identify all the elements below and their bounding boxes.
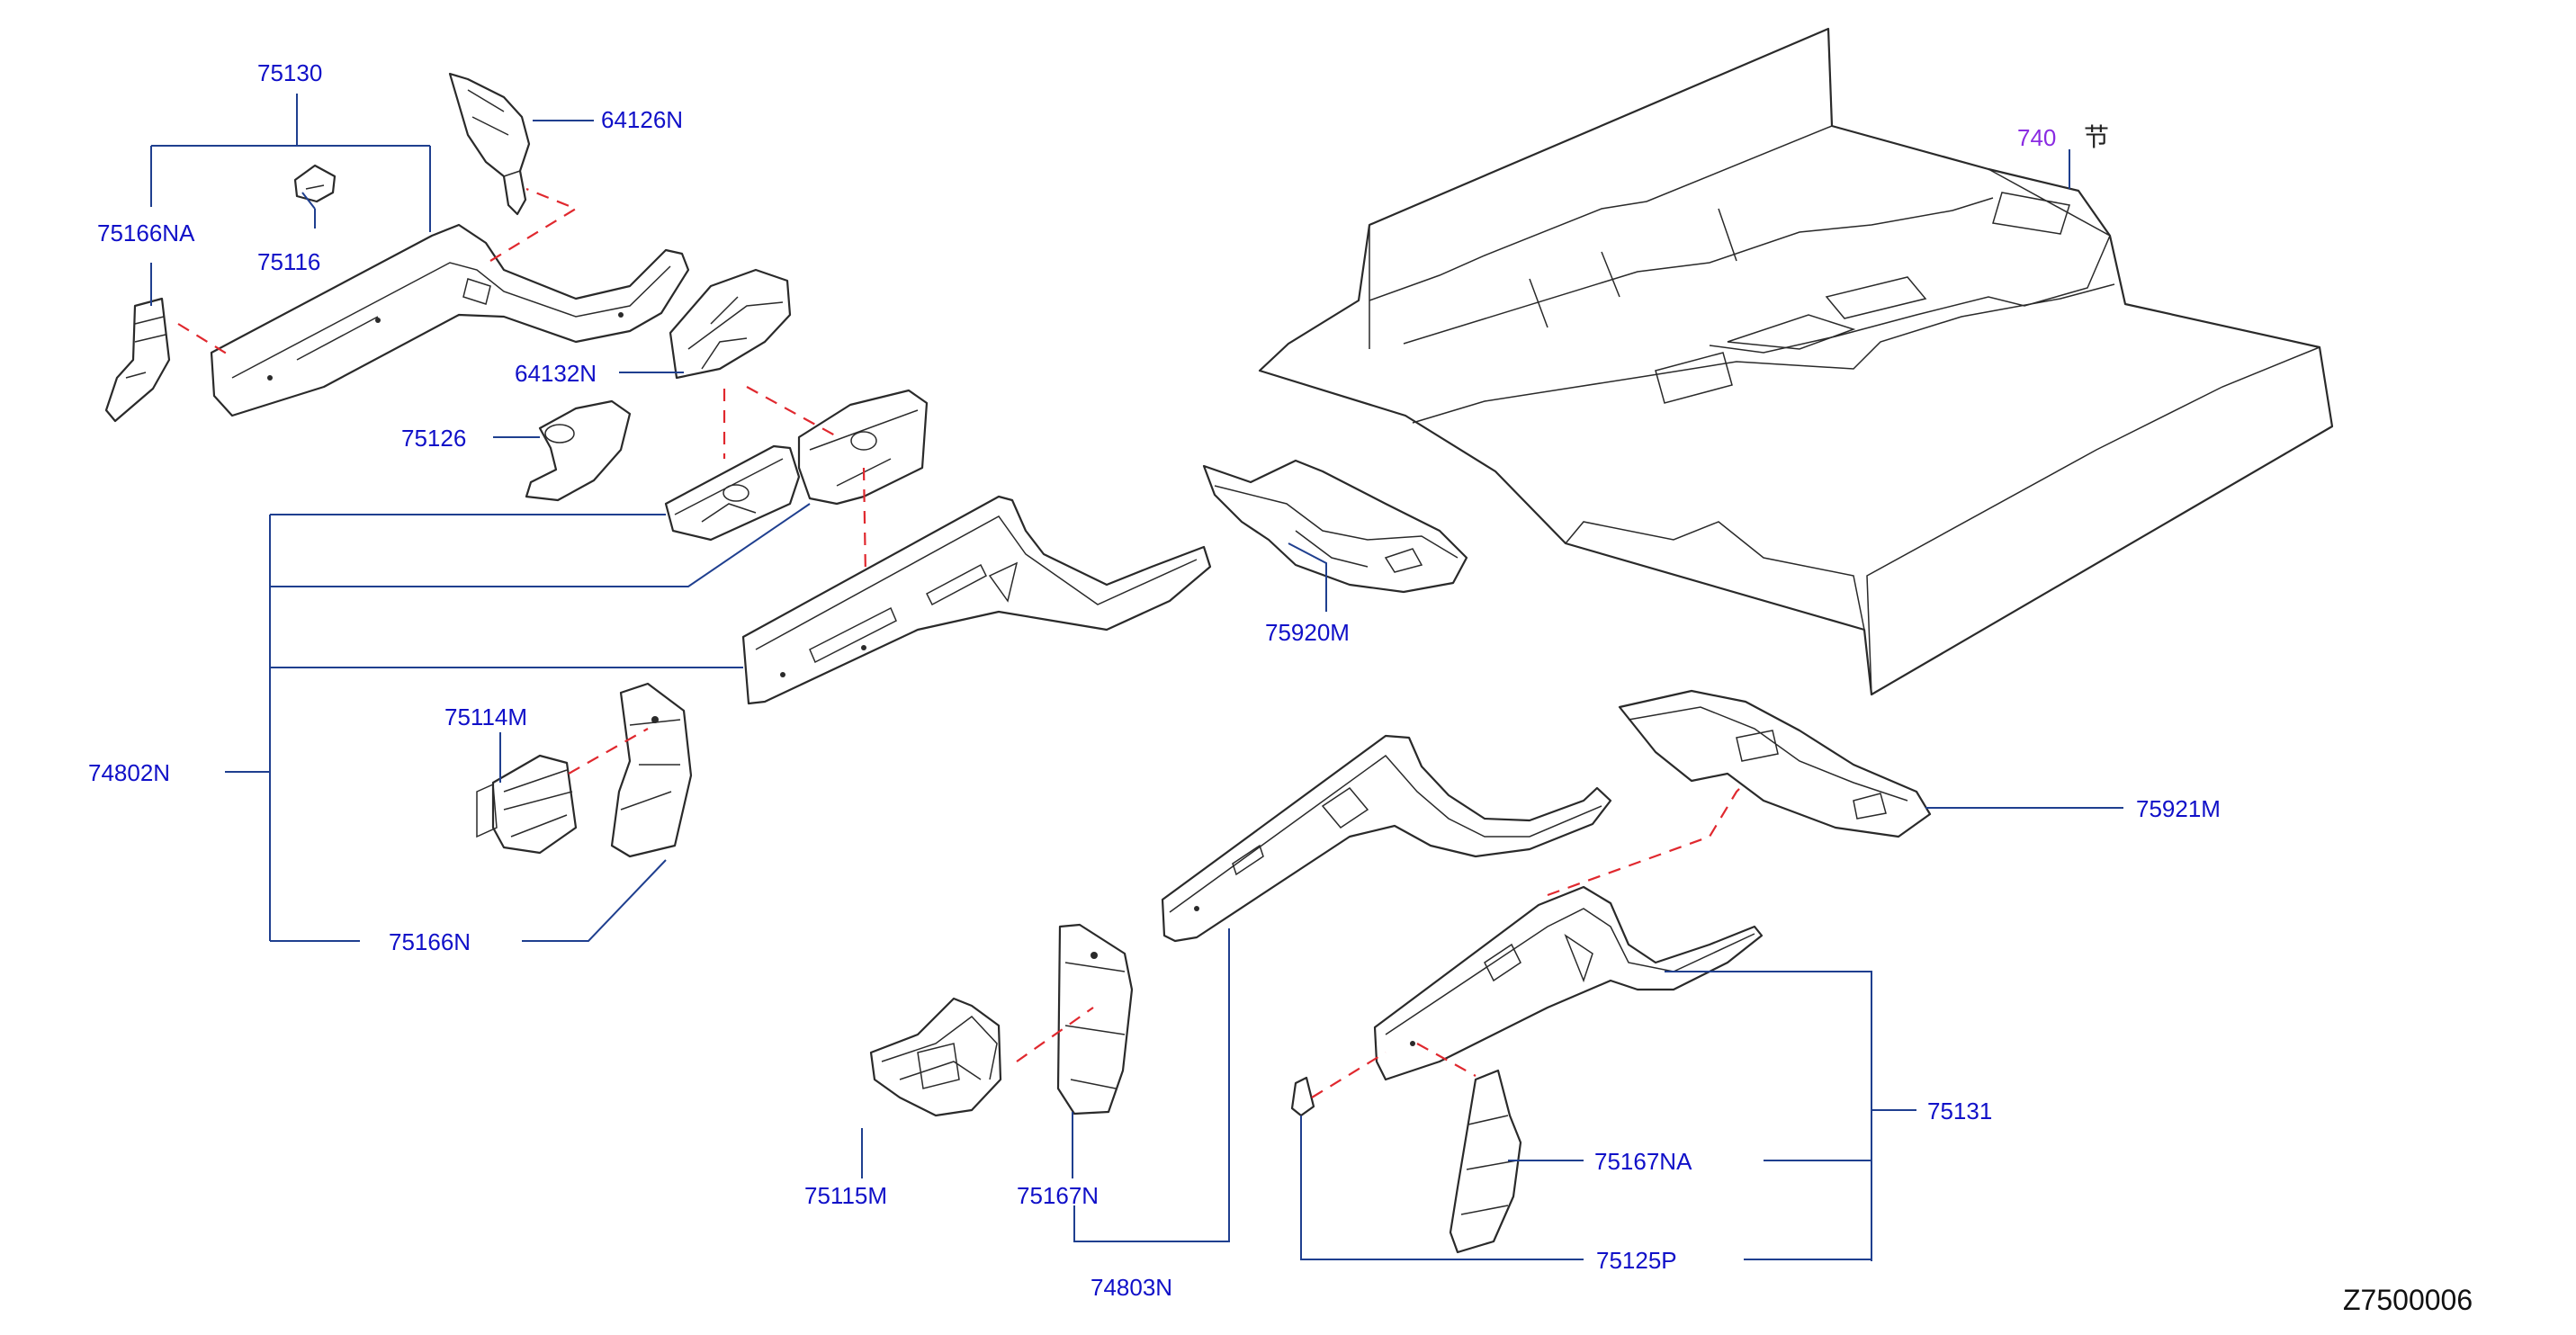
part-75126: [525, 399, 632, 502]
part-75114M: [476, 754, 578, 855]
part-75125P: [1290, 1076, 1315, 1117]
leader-lines: [150, 94, 2123, 1261]
part-74803N-rail: [1161, 734, 1612, 943]
label-75126[interactable]: 75126: [401, 425, 466, 452]
part-75920M: [1202, 459, 1468, 594]
label-75166NA[interactable]: 75166NA: [97, 220, 195, 246]
label-64132N[interactable]: 64132N: [515, 360, 597, 387]
part-75166N: [610, 682, 693, 858]
label-75131[interactable]: 75131: [1927, 1098, 1992, 1124]
part-75167N: [1056, 923, 1134, 1115]
label-74803N[interactable]: 74803N: [1091, 1274, 1172, 1301]
assembly-dashed-lines: [177, 187, 1746, 1098]
part-75115M: [869, 997, 1002, 1117]
part-box-left: [664, 444, 801, 542]
label-75115M[interactable]: 75115M: [804, 1182, 887, 1209]
part-75131-rail: [1373, 885, 1764, 1081]
part-box-right: [797, 389, 929, 506]
section-symbol: 节: [2084, 122, 2109, 152]
label-75920M[interactable]: 75920M: [1265, 619, 1350, 646]
part-floor-pan: [1258, 27, 2334, 696]
part-64132N: [669, 268, 792, 380]
label-75167NA[interactable]: 75167NA: [1594, 1148, 1692, 1175]
label-75114M[interactable]: 75114M: [444, 703, 527, 730]
label-75921M[interactable]: 75921M: [2136, 795, 2221, 822]
label-740[interactable]: 740: [2017, 124, 2056, 151]
label-75166N[interactable]: 75166N: [389, 928, 471, 955]
label-75116[interactable]: 75116: [257, 248, 320, 275]
part-74802N-rail: [741, 495, 1212, 705]
label-74802N[interactable]: 74802N: [88, 759, 170, 786]
part-75921M: [1618, 689, 1932, 838]
part-labels: 75130 64126N 75166NA 75116 64132N 75126 …: [88, 59, 2473, 1316]
diagram-code: Z7500006: [2343, 1284, 2473, 1316]
label-75130[interactable]: 75130: [257, 59, 322, 86]
part-64126N: [448, 72, 531, 216]
label-64126N[interactable]: 64126N: [601, 106, 683, 133]
part-75116: [293, 164, 337, 203]
label-75167N[interactable]: 75167N: [1017, 1182, 1099, 1209]
part-75130-rail: [210, 223, 690, 417]
part-75167NA: [1449, 1069, 1522, 1254]
label-75125P[interactable]: 75125P: [1596, 1247, 1677, 1274]
part-75166NA-bracket: [104, 297, 171, 423]
